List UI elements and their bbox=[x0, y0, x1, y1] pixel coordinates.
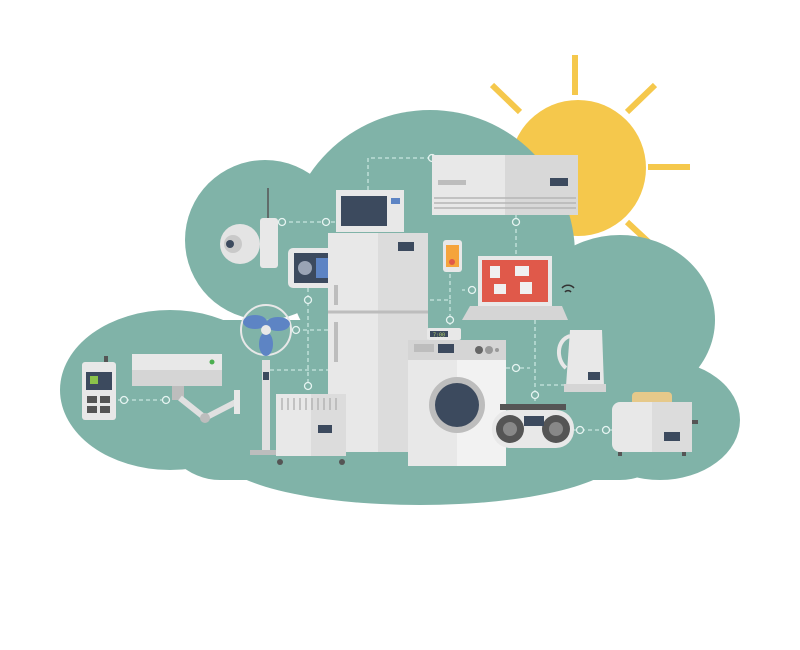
boombox-radio bbox=[492, 404, 574, 448]
connection-lines bbox=[118, 153, 612, 435]
radiator-heater bbox=[276, 394, 346, 465]
clock-display: 7:00 bbox=[433, 333, 445, 339]
laptop bbox=[462, 256, 575, 320]
intercom-panel bbox=[82, 356, 116, 420]
air-conditioner bbox=[432, 155, 578, 215]
security-dome-camera bbox=[220, 188, 278, 268]
smartphone bbox=[443, 240, 462, 272]
electric-kettle bbox=[557, 330, 606, 392]
microwave bbox=[336, 190, 404, 232]
toaster bbox=[612, 392, 698, 456]
security-camera bbox=[132, 354, 240, 423]
washing-machine: 7:00 bbox=[408, 328, 506, 466]
electric-fan bbox=[240, 304, 292, 455]
